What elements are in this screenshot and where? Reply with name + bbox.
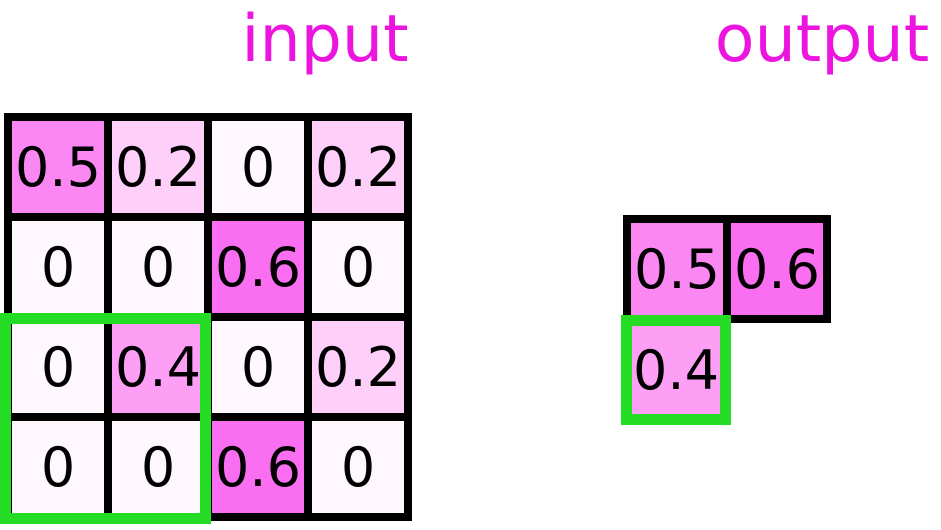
- output-cell-1: 0.6: [731, 223, 823, 315]
- input-cell-r3-c3: 0: [312, 421, 404, 513]
- input-title: input: [241, 2, 409, 77]
- output-title: output: [714, 2, 930, 77]
- input-cell-r3-c2: 0.6: [212, 421, 304, 513]
- input-cell-r3-c0: 0: [12, 421, 104, 513]
- input-cell-r0-c1: 0.2: [112, 121, 204, 213]
- input-cell-r1-c1: 0: [112, 221, 204, 313]
- output-highlight-cell: 0.4: [621, 315, 731, 425]
- input-cell-r2-c3: 0.2: [312, 321, 404, 413]
- input-cell-r2-c1: 0.4: [112, 321, 204, 413]
- input-cell-r1-c0: 0: [12, 221, 104, 313]
- input-cell-r0-c2: 0: [212, 121, 304, 213]
- output-cell-0: 0.5: [631, 223, 723, 315]
- input-cell-r1-c2: 0.6: [212, 221, 304, 313]
- input-cell-r3-c1: 0: [112, 421, 204, 513]
- input-cell-r2-c2: 0: [212, 321, 304, 413]
- input-cell-r2-c0: 0: [12, 321, 104, 413]
- input-cell-r0-c3: 0.2: [312, 121, 404, 213]
- input-cell-r1-c3: 0: [312, 221, 404, 313]
- input-cell-r0-c0: 0.5: [12, 121, 104, 213]
